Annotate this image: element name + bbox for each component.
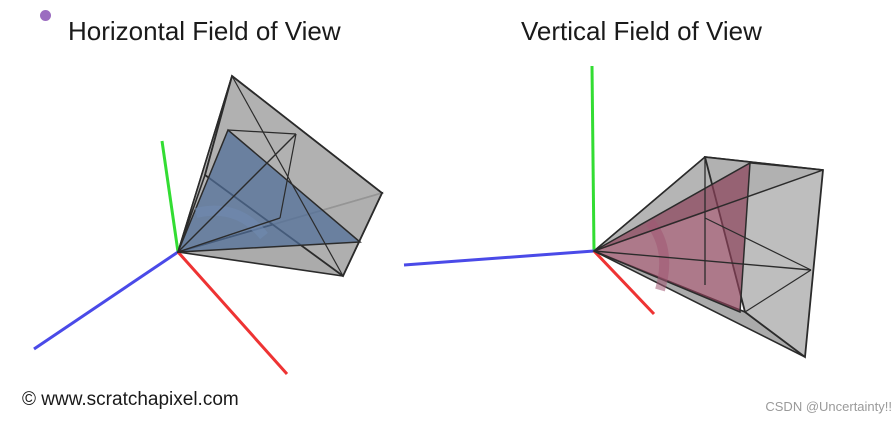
horizontal-frustum-edge — [227, 129, 297, 135]
horizontal-fov-title: Horizontal Field of View — [68, 16, 341, 46]
marker-dot — [40, 10, 51, 21]
vertical-fov-diagram — [403, 65, 824, 359]
vertical-frustum-edge — [704, 217, 812, 271]
horizontal-frustum-edge — [279, 133, 297, 219]
watermark: CSDN @Uncertainty!! — [765, 399, 892, 414]
vertical-x-axis — [592, 249, 656, 316]
vertical-y-axis — [590, 65, 596, 252]
vertical-fov-title: Vertical Field of View — [521, 16, 762, 46]
horizontal-fov-wedge — [176, 128, 362, 253]
horizontal-frustum-edge — [177, 133, 297, 253]
horizontal-frustum-edge — [177, 217, 281, 253]
vertical-frustum-edge — [749, 162, 824, 171]
horizontal-y-axis — [160, 140, 180, 253]
vertical-fov-arc — [645, 218, 670, 292]
vertical-z-axis — [403, 249, 595, 267]
vertical-frustum-edge — [744, 269, 812, 313]
horizontal-x-axis — [176, 251, 289, 375]
vertical-frustum-edge — [593, 156, 706, 252]
vertical-frustum-edge — [593, 169, 824, 252]
horizontal-fov-arc — [194, 205, 268, 240]
horizontal-z-axis — [33, 250, 179, 351]
copyright-credit: © www.scratchapixel.com — [22, 389, 239, 410]
vertical-frustum-edge — [593, 250, 812, 271]
horizontal-fov-diagram — [33, 74, 384, 375]
